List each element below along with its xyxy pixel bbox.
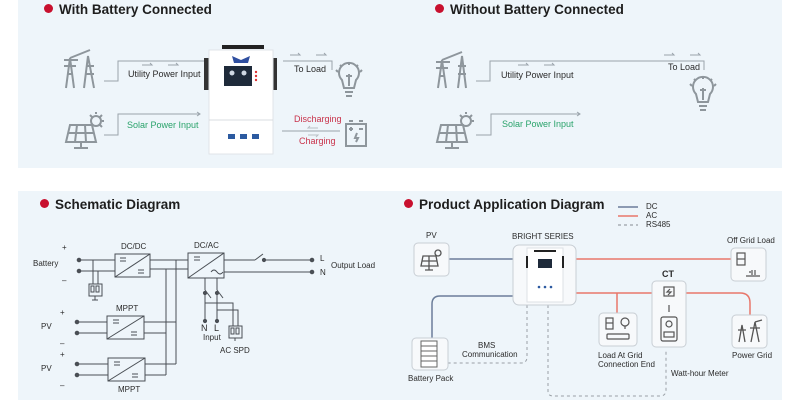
output-load-label: Output Load — [331, 261, 376, 270]
off-grid-load-label: Off Grid Load — [727, 236, 775, 245]
battery-pack-label: Battery Pack — [408, 374, 454, 383]
appliance-icon — [736, 252, 760, 277]
ct-label: CT — [662, 269, 674, 279]
input-label: Input — [203, 333, 221, 342]
connection-end-label: Connection End — [598, 360, 655, 369]
pv2-minus-label: – — [60, 381, 65, 390]
bright-series-label: BRIGHT SERIES — [512, 232, 574, 241]
mppt1-label: MPPT — [116, 304, 139, 313]
watt-hour-meter-label: Watt-hour Meter — [671, 369, 729, 378]
arrow-icon — [142, 62, 180, 66]
pv1-minus-label: – — [60, 339, 65, 348]
dc-line-battery — [431, 295, 513, 338]
bullet-dot-icon — [435, 4, 444, 13]
solar-panel-icon — [435, 112, 474, 149]
bullet-dot-icon — [404, 199, 413, 208]
top-panel — [18, 0, 782, 168]
battery-pack-icon — [420, 340, 438, 368]
legend — [618, 206, 638, 226]
utility-tower-icon — [436, 51, 467, 89]
solar-power-input-label: Solar Power Input — [127, 120, 199, 130]
output-N-label: N — [320, 268, 326, 277]
inverter-device-icon — [204, 45, 277, 155]
discharging-label: Discharging — [294, 114, 342, 124]
input-N-label: N — [201, 323, 208, 333]
pv2-plus-label: + — [60, 350, 65, 359]
load-line — [283, 60, 333, 70]
battery-label: Battery — [33, 259, 59, 268]
mppt2-label: MPPT — [118, 385, 141, 394]
dcdc-label: DC/DC — [121, 242, 147, 251]
battery-icon — [345, 120, 367, 147]
legend-ac-label: AC — [646, 211, 658, 220]
inverter-device-icon — [526, 247, 564, 303]
solar-power-input-label-2: Solar Power Input — [502, 119, 574, 129]
light-bulb-icon — [335, 61, 363, 97]
home-appliances-icon — [605, 317, 630, 340]
schematic-title: Schematic Diagram — [40, 197, 180, 212]
light-bulb-icon — [689, 75, 717, 111]
utility-line — [104, 60, 205, 82]
communication-label: Communication — [462, 350, 518, 359]
pv-label: PV — [426, 231, 437, 240]
dcac-label: DC/AC — [194, 241, 219, 250]
pv1-plus-label: + — [60, 308, 65, 317]
charging-label: Charging — [299, 136, 336, 146]
solar-line — [476, 113, 580, 136]
to-load-label-2: To Load — [668, 62, 701, 72]
utility-power-input-label-2: Utility Power Input — [501, 70, 574, 80]
bullet-dot-icon — [40, 199, 49, 208]
legend-rs485-label: RS485 — [646, 220, 671, 229]
without-battery-title: Without Battery Connected — [435, 2, 624, 17]
application-title: Product Application Diagram — [404, 197, 605, 212]
solar-panel-icon — [420, 249, 442, 271]
bms-label: BMS — [478, 341, 496, 350]
output-L-label: L — [320, 254, 325, 263]
with-battery-title: With Battery Connected — [44, 2, 212, 17]
with-battery-diagram — [64, 45, 367, 155]
ac-spd-label: AC SPD — [220, 346, 250, 355]
power-grid-tower-icon — [738, 319, 763, 343]
utility-power-input-label: Utility Power Input — [128, 69, 201, 79]
input-L-label: L — [214, 323, 220, 333]
rs485-bms-line — [448, 305, 528, 364]
legend-dc-label: DC — [646, 202, 658, 211]
mppt1-box — [106, 315, 145, 340]
solar-line — [104, 113, 200, 136]
utility-tower-icon — [64, 49, 95, 89]
ct-meter-icon — [660, 286, 678, 342]
mppt2-box — [107, 357, 146, 382]
to-load-label: To Load — [294, 64, 327, 74]
load-at-grid-label: Load At Grid — [598, 351, 643, 360]
battery-plus-label: + — [62, 243, 67, 252]
bullet-dot-icon — [44, 4, 53, 13]
pv2-label: PV — [41, 364, 52, 373]
power-grid-label: Power Grid — [732, 351, 773, 360]
without-battery-diagram — [435, 51, 717, 149]
battery-minus-label: – — [62, 276, 67, 285]
pv1-label: PV — [41, 322, 52, 331]
dcdc-converter-box — [114, 253, 151, 278]
solar-panel-icon — [64, 112, 104, 149]
dcac-inverter-box — [187, 252, 225, 279]
utility-line — [476, 60, 705, 82]
